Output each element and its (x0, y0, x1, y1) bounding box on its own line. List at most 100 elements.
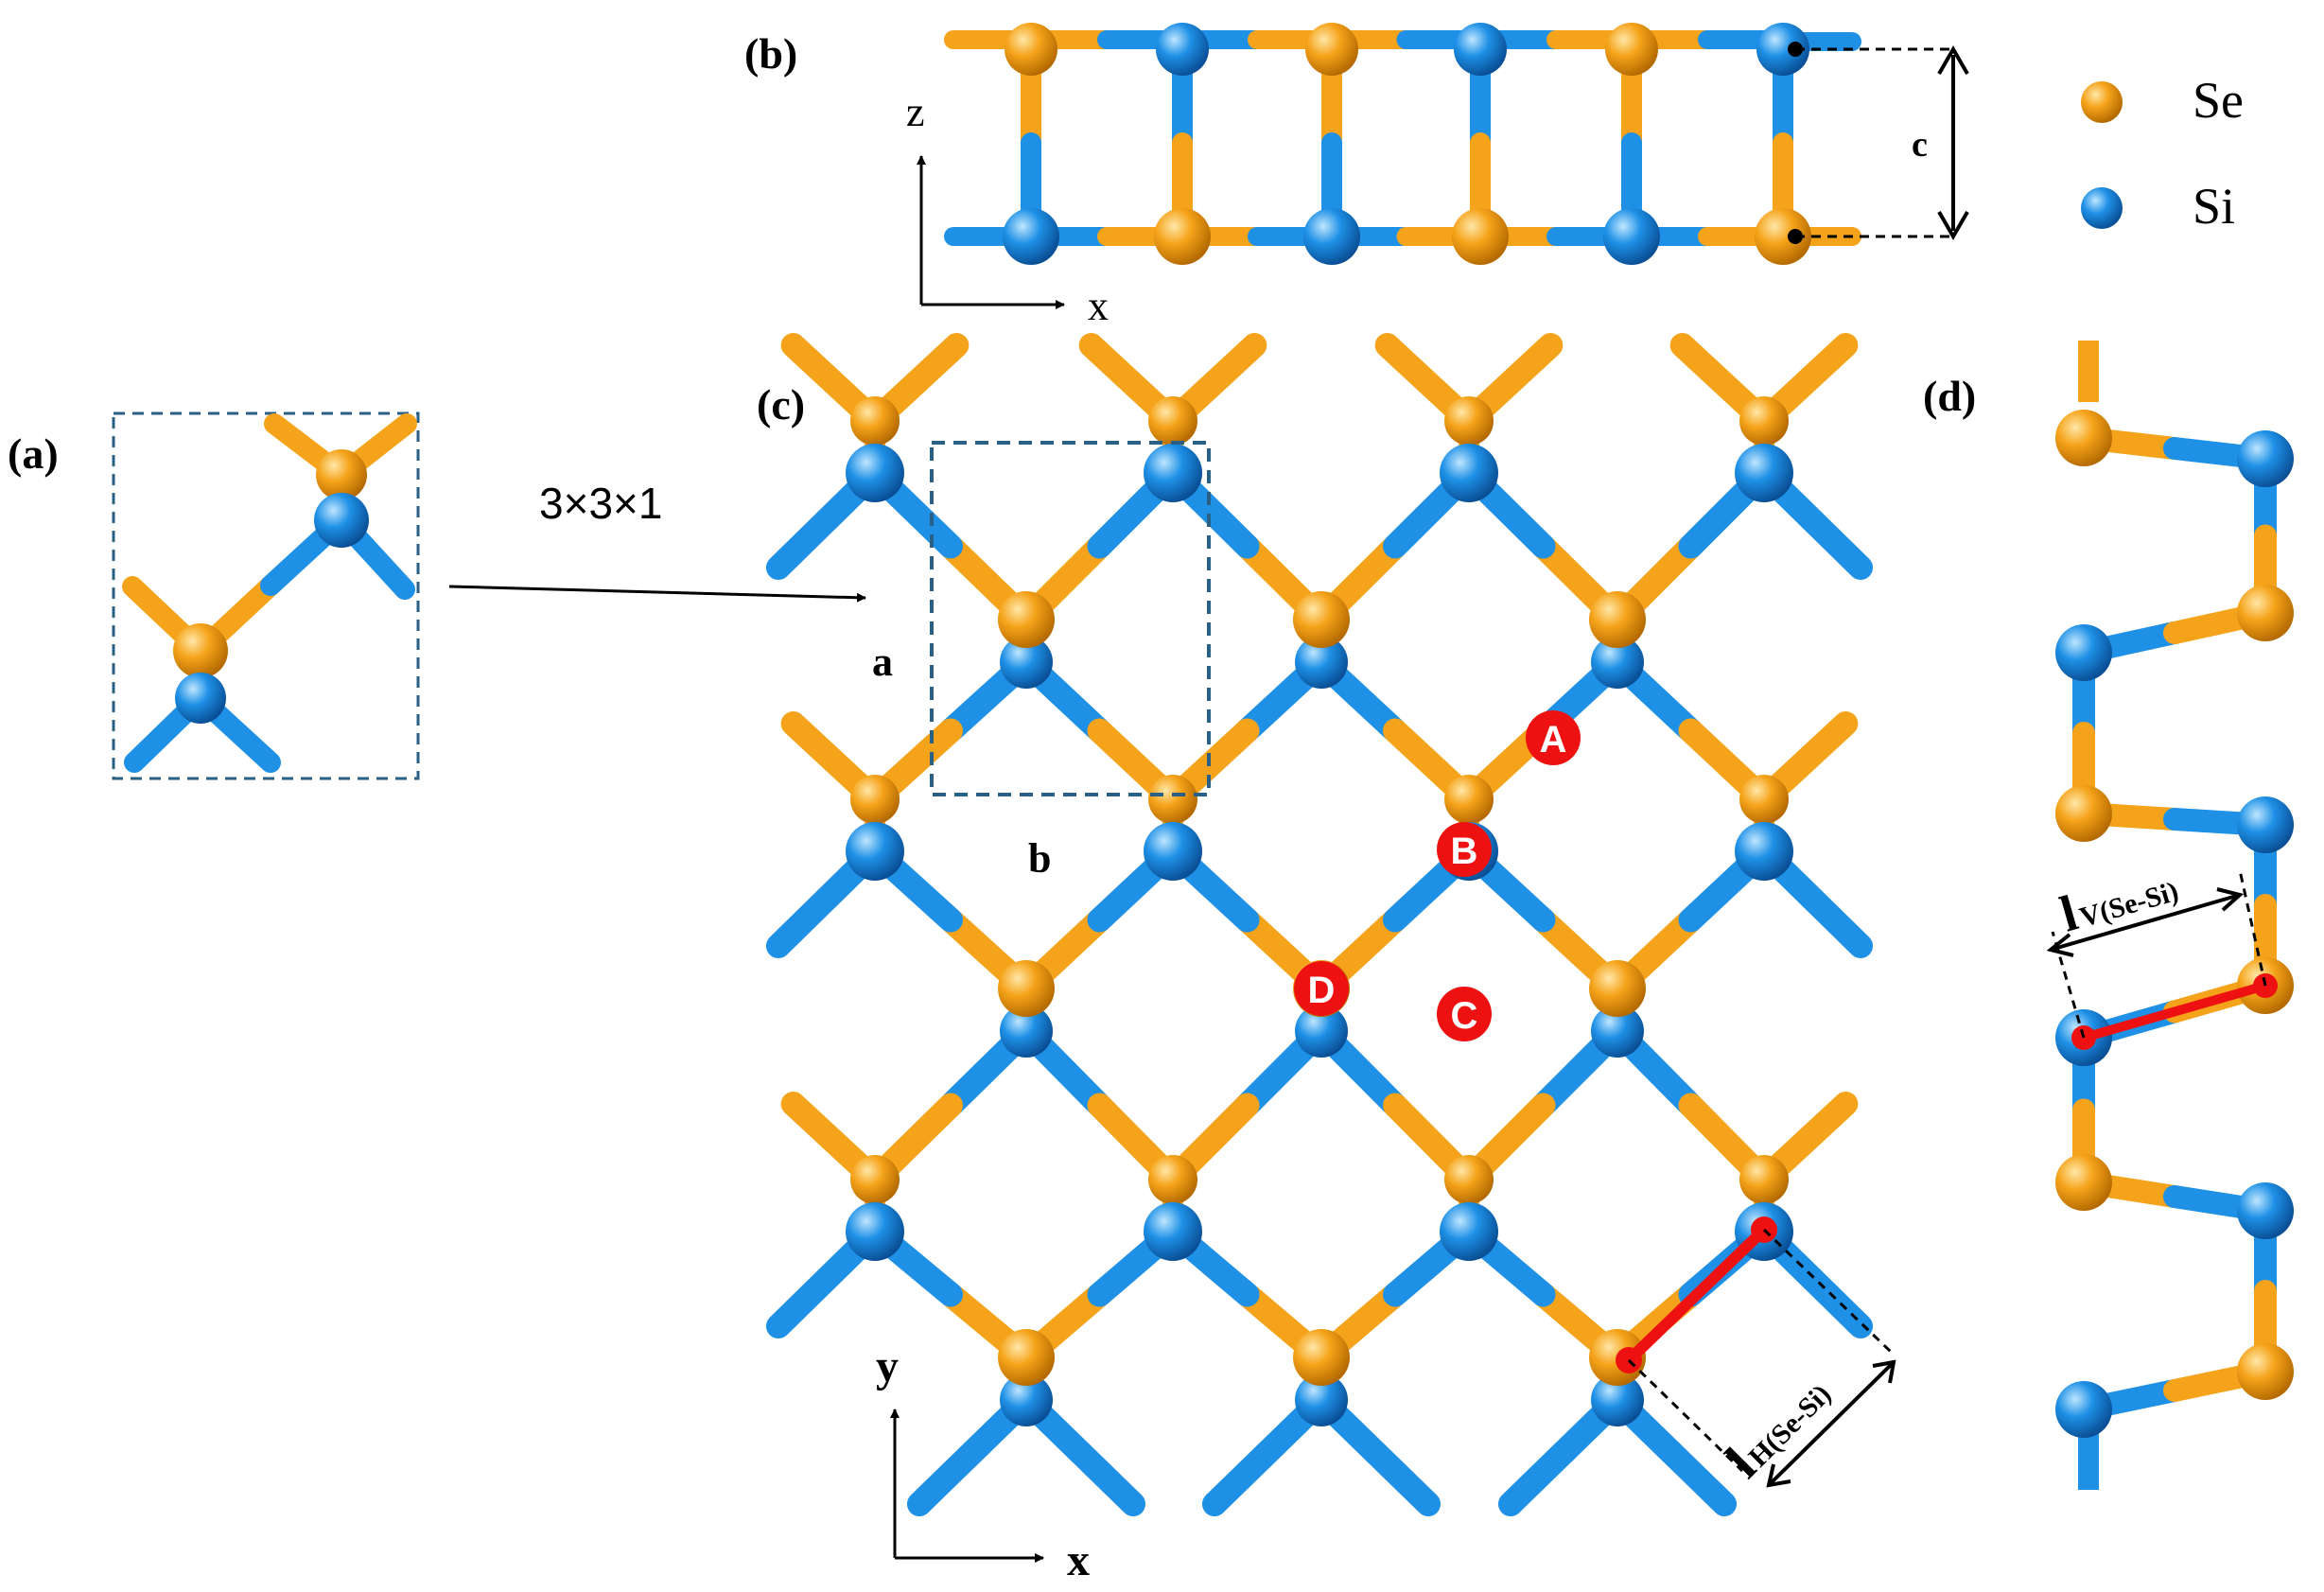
si-atom (846, 822, 904, 881)
se-atom (1589, 960, 1646, 1017)
bond-stub (1800, 508, 1874, 580)
c-arrowhead-bottom (1937, 211, 1969, 241)
unit-cell-atoms (122, 413, 417, 773)
bond-stub (1078, 333, 1145, 395)
se-atom (850, 1155, 900, 1204)
panel-d-zigzag-view: (d) l V(Se-Si) (1923, 341, 2294, 1490)
se-atom (2055, 410, 2112, 466)
se-atom (1154, 208, 1211, 265)
si-atom (1440, 1202, 1498, 1261)
bond-stub (1201, 333, 1267, 395)
se-atom (1293, 1329, 1350, 1386)
se-atom (1444, 1155, 1494, 1204)
site-b-marker: B (1437, 822, 1492, 877)
site-c-marker: C (1437, 987, 1492, 1041)
legend-se-swatch (2081, 81, 2123, 123)
bond-v-dimension (2050, 893, 2241, 952)
site-b-label: B (1451, 831, 1478, 872)
c-arrowhead-top (1937, 44, 1969, 75)
bond-h-label-sub: H(Se-Si) (1742, 1378, 1837, 1473)
se-atom (850, 396, 900, 446)
si-atom (1156, 23, 1209, 76)
bond-stub (1658, 1440, 1738, 1516)
bond-stub (780, 1092, 847, 1154)
si-atom (1000, 1373, 1053, 1426)
bond-stub (1792, 1092, 1859, 1154)
c-dot-top (1788, 42, 1803, 57)
c-label: c (1912, 125, 1928, 165)
y-axis-label: y (876, 1341, 899, 1391)
se-atom (2055, 785, 2112, 842)
panel-c-label: (c) (757, 380, 805, 429)
bond-stub (1792, 711, 1859, 774)
se-atom (1739, 396, 1789, 446)
se-atom (1148, 775, 1197, 824)
bond-stub (1201, 1440, 1281, 1516)
si-atom (1591, 1005, 1644, 1058)
se-atom (2055, 1154, 2112, 1211)
supercell-arrow (448, 585, 866, 603)
se-atom (1444, 775, 1494, 824)
site-d-marker: D (1294, 961, 1349, 1016)
si-atom (2237, 1182, 2294, 1239)
se-atom (998, 960, 1055, 1017)
bond-stub (780, 333, 847, 395)
top-view-atoms (846, 396, 1793, 1426)
se-atom (1755, 208, 1811, 265)
site-c-label: C (1451, 995, 1478, 1037)
si-atom (1735, 444, 1793, 502)
si-atom (1295, 1005, 1348, 1058)
si-atom (1000, 1005, 1053, 1058)
se-atom (2237, 1343, 2294, 1400)
si-atom (1144, 822, 1202, 881)
si-atom (1756, 23, 1809, 76)
se-atom (2237, 585, 2294, 641)
bond-stub (1800, 886, 1874, 958)
legend: Se Si (2081, 72, 2244, 235)
bond-stub (903, 333, 970, 395)
se-atom (998, 1329, 1055, 1386)
bond-v-label-sub: V(Se-Si) (2076, 876, 2182, 934)
si-atom (1440, 444, 1498, 502)
legend-si-label: Si (2193, 178, 2235, 235)
se-atom (1444, 396, 1494, 446)
bond-stub (1800, 1267, 1874, 1338)
bond-stub (1497, 333, 1564, 395)
si-atom (2237, 796, 2294, 853)
lattice-b-label: b (1028, 835, 1051, 882)
bond-stub (780, 711, 847, 774)
legend-si-swatch (2081, 187, 2123, 229)
se-atom (1739, 775, 1789, 824)
bond-stub (765, 508, 839, 580)
se-atom (1005, 23, 1057, 76)
se-atom (1452, 208, 1509, 265)
se-atom (1148, 1155, 1197, 1204)
si-atom (1603, 208, 1660, 265)
panel-a-unit-cell: (a) 3×3×1 (8, 411, 866, 780)
bond-stub (906, 1440, 986, 1516)
lattice-a-label: a (872, 639, 893, 685)
panel-d-label: (d) (1923, 372, 1976, 420)
se-atom (1148, 396, 1197, 446)
bond-stub (1669, 333, 1736, 395)
panel-b-label: (b) (744, 29, 797, 78)
bond-v-highlight (2079, 981, 2270, 1042)
si-atom (2055, 624, 2112, 681)
si-atom (1591, 636, 1644, 689)
si-atom (1303, 208, 1360, 265)
c-dot-bottom (1788, 229, 1803, 244)
panel-a-label: (a) (8, 429, 59, 478)
bond-stub (1362, 1440, 1442, 1516)
site-a-label: A (1540, 719, 1567, 761)
bond-stub (765, 886, 839, 958)
bond-h-label: l H(Se-Si) (1715, 1378, 1837, 1489)
si-atom (1000, 636, 1053, 689)
supercell-label: 3×3×1 (539, 479, 662, 528)
si-atom (2055, 1381, 2112, 1438)
site-d-label: D (1308, 970, 1336, 1011)
bond-h-highlight (1623, 1224, 1770, 1366)
se-atom (998, 591, 1055, 648)
bond-h-guide-1 (1627, 1358, 1744, 1473)
z-axis-label: z (906, 89, 925, 135)
